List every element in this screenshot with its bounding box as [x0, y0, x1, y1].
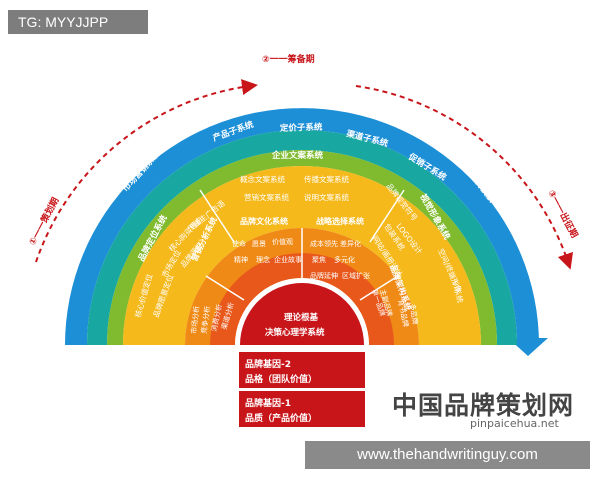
brand-name-cn: 中国品牌策划网	[392, 391, 575, 420]
divider-yellow-right	[369, 189, 405, 243]
ring-orange	[185, 228, 419, 345]
ring-orange-center-right-item-4: 品牌延伸	[310, 271, 338, 280]
core-line2: 决策心理学系统	[265, 327, 325, 338]
brand-name-en: pinpaicehua.net	[470, 417, 559, 430]
phase-arrow-left	[35, 79, 258, 263]
ring-deep-orange	[210, 253, 394, 345]
phase-arrow-right	[355, 85, 573, 270]
ring-orange-left-item-1: 竞争分析	[199, 305, 212, 334]
ring-yellow	[123, 166, 481, 345]
ring-yellow-center-item-3: 说明文案系统	[304, 192, 349, 202]
ring-orange-center-right-item-0: 成本领先	[310, 239, 338, 248]
ring-yellow-center-title: 企业文案系统	[271, 150, 324, 161]
ring-orange-center-left-item-3: 精神	[234, 255, 248, 264]
ring-orange-center-right-title: 战略选择系统	[316, 216, 364, 226]
ring-orange-center-right-item-2: 聚焦	[312, 255, 326, 264]
ring-orange-center-left-item-0: 使命	[232, 239, 246, 248]
ring-orange-center-left-item-1: 愿景	[252, 240, 266, 248]
ring-orange-center-left-item-5: 企业故事	[274, 255, 302, 264]
brand-gene-1-title: 品牌基因-1	[245, 399, 291, 409]
brand-gene-2-title: 品牌基因-2	[245, 360, 291, 370]
brand-gene-1-desc: 品质（产品价值）	[245, 414, 318, 424]
phase-prep: ②一一筹备期	[262, 53, 315, 65]
ring-teal-item-1: 定价子系统	[279, 122, 323, 135]
tag-label: TG: MYYJJPP	[8, 10, 148, 34]
divider-orange-1	[205, 275, 245, 301]
core-line1: 理论根基	[284, 312, 319, 323]
ring-yellow-center-item-1: 传播文案系统	[304, 174, 349, 184]
divider-yellow-left	[199, 189, 235, 243]
ring-yellow-center-item-2: 营销文案系统	[244, 192, 289, 202]
ring-blue-item-2: 营销组合选择	[284, 99, 336, 110]
brand-gene-1-box: 品牌基因-1 品质（产品价值）	[239, 391, 365, 427]
phase-plan: ①一一策划期	[26, 195, 61, 247]
ring-orange-center-left-title: 品牌文化系统	[240, 216, 288, 226]
ring-orange-right-item-3: 多品牌	[408, 303, 420, 325]
brand-gene-2-box: 品牌基因-2 品格（团队价值）	[239, 352, 365, 388]
ring-orange-center-left-item-2: 价值观	[272, 237, 293, 246]
ring-orange-center-right-item-5: 区域扩张	[342, 271, 370, 280]
footer-site-link[interactable]: www.thehandwritinguy.com	[305, 441, 590, 469]
brand-gene-2-desc: 品格（团队价值）	[245, 375, 318, 385]
ring-orange-center-left-item-4: 理念	[256, 255, 270, 264]
phase-launch: ③一一出征期	[545, 188, 580, 240]
core-red	[240, 283, 364, 345]
divider-orange-3	[359, 275, 399, 301]
ring-yellow-center-item-0: 概念文案系统	[240, 174, 285, 184]
ring-orange-center-right-item-1: 差异化	[340, 239, 361, 248]
ring-blue-arrowhead	[508, 338, 548, 356]
ring-orange-center-right-item-3: 多元化	[334, 255, 355, 264]
ring-orange-left-item-0: 市场分析	[189, 305, 201, 334]
